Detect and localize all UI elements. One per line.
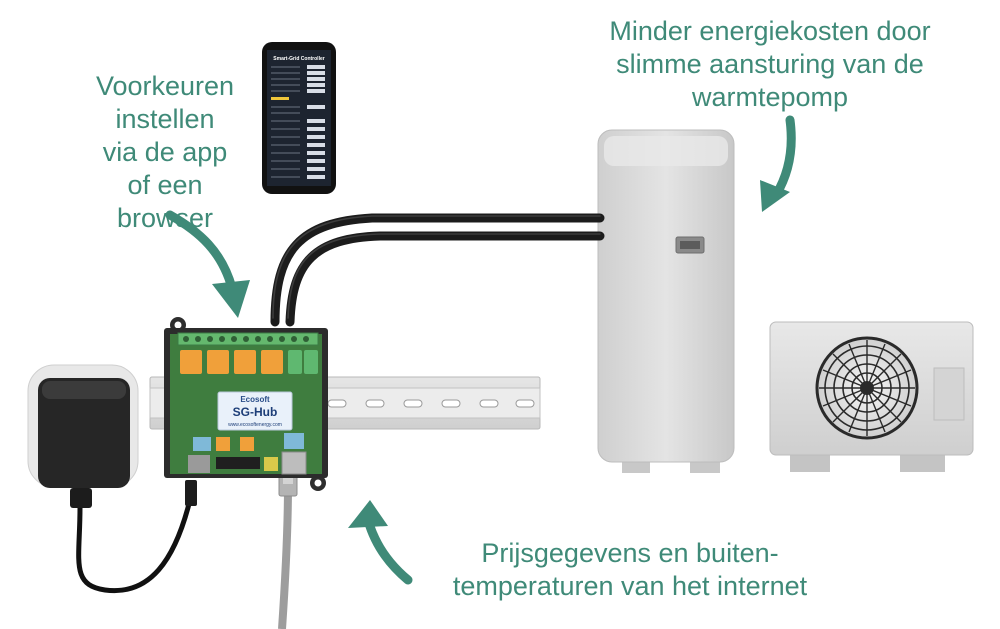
control-cables [270,213,605,327]
callout-app-line: instellen [115,104,215,134]
callout-app-line: of een [127,170,203,200]
network-cable [278,469,298,629]
device-model: SG-Hub [233,405,278,419]
callout-energy-line: warmtepomp [691,82,849,112]
callout-internet-line: Prijsgegevens en buiten- [481,538,779,568]
arrow-from-internet [348,500,413,585]
callout-app-line: browser [116,203,214,233]
device-url: www.ecosoftenergy.com [228,422,282,428]
relay-2 [207,350,229,374]
ssr-2 [304,350,318,374]
smartphone: Smart-Grid Controller [262,42,336,194]
app-settings-list [271,66,300,178]
callout-internet-data: Prijsgegevens en buiten- temperaturen va… [440,537,820,603]
callout-energy-savings: Minder energiekosten door slimme aanstur… [585,15,955,114]
callout-energy-line: slimme aansturing van de [616,49,924,79]
device-brand: Ecosoft [240,395,270,404]
power-adapter [27,364,197,594]
callout-internet-line: temperaturen van het internet [452,571,808,601]
relay-1 [180,350,202,374]
relay-3 [234,350,256,374]
ssr-1 [288,350,302,374]
arrow-to-heat-pump [760,115,796,212]
app-input-fields [307,65,325,179]
device-label: Ecosoft SG-Hub www.ecosoftenergy.com [217,391,293,431]
fan-grille [815,336,919,440]
arrow-to-hub [165,210,250,318]
phone-app-title: Smart-Grid Controller [273,56,324,62]
callout-energy-line: Minder energiekosten door [609,16,931,46]
sg-hub-controller: Ecosoft SG-Hub www.ecosoftenergy.com [164,317,328,491]
callout-app-line: Voorkeuren [95,71,235,101]
heat-pump-outdoor-unit [769,321,974,472]
callout-app-line: via de app [102,137,228,167]
relay-4 [261,350,283,374]
callout-app-settings: Voorkeuren instellen via de app of een b… [70,70,260,235]
heat-pump-indoor-unit [597,129,735,473]
